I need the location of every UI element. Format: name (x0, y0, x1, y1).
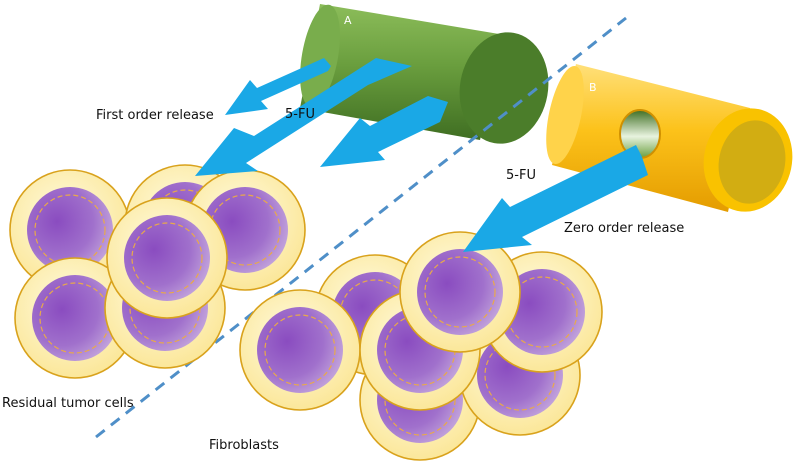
fibroblast-cell (239, 289, 361, 411)
cylinder-b-label: B (589, 81, 597, 94)
arrow-first-order-3 (320, 96, 448, 167)
tumor-cell (106, 197, 228, 319)
fibroblast-cell (399, 231, 521, 353)
release-arrows (195, 58, 648, 252)
arrow-first-order-1 (225, 58, 331, 115)
arrow-first-order-2 (195, 58, 412, 176)
first-order-release-label: First order release (96, 108, 214, 123)
cylinder-a: A (300, 4, 549, 144)
residual-tumor-cells-label: Residual tumor cells (2, 396, 134, 411)
fibroblasts-label: Fibroblasts (209, 438, 279, 453)
drug-label-b: 5-FU (506, 168, 536, 183)
zero-order-release-label: Zero order release (564, 221, 684, 236)
fibroblast-cluster (239, 231, 603, 461)
cylinder-a-label: A (344, 14, 352, 27)
drug-label-a: 5-FU (285, 107, 315, 122)
arrow-zero-order (463, 145, 648, 252)
